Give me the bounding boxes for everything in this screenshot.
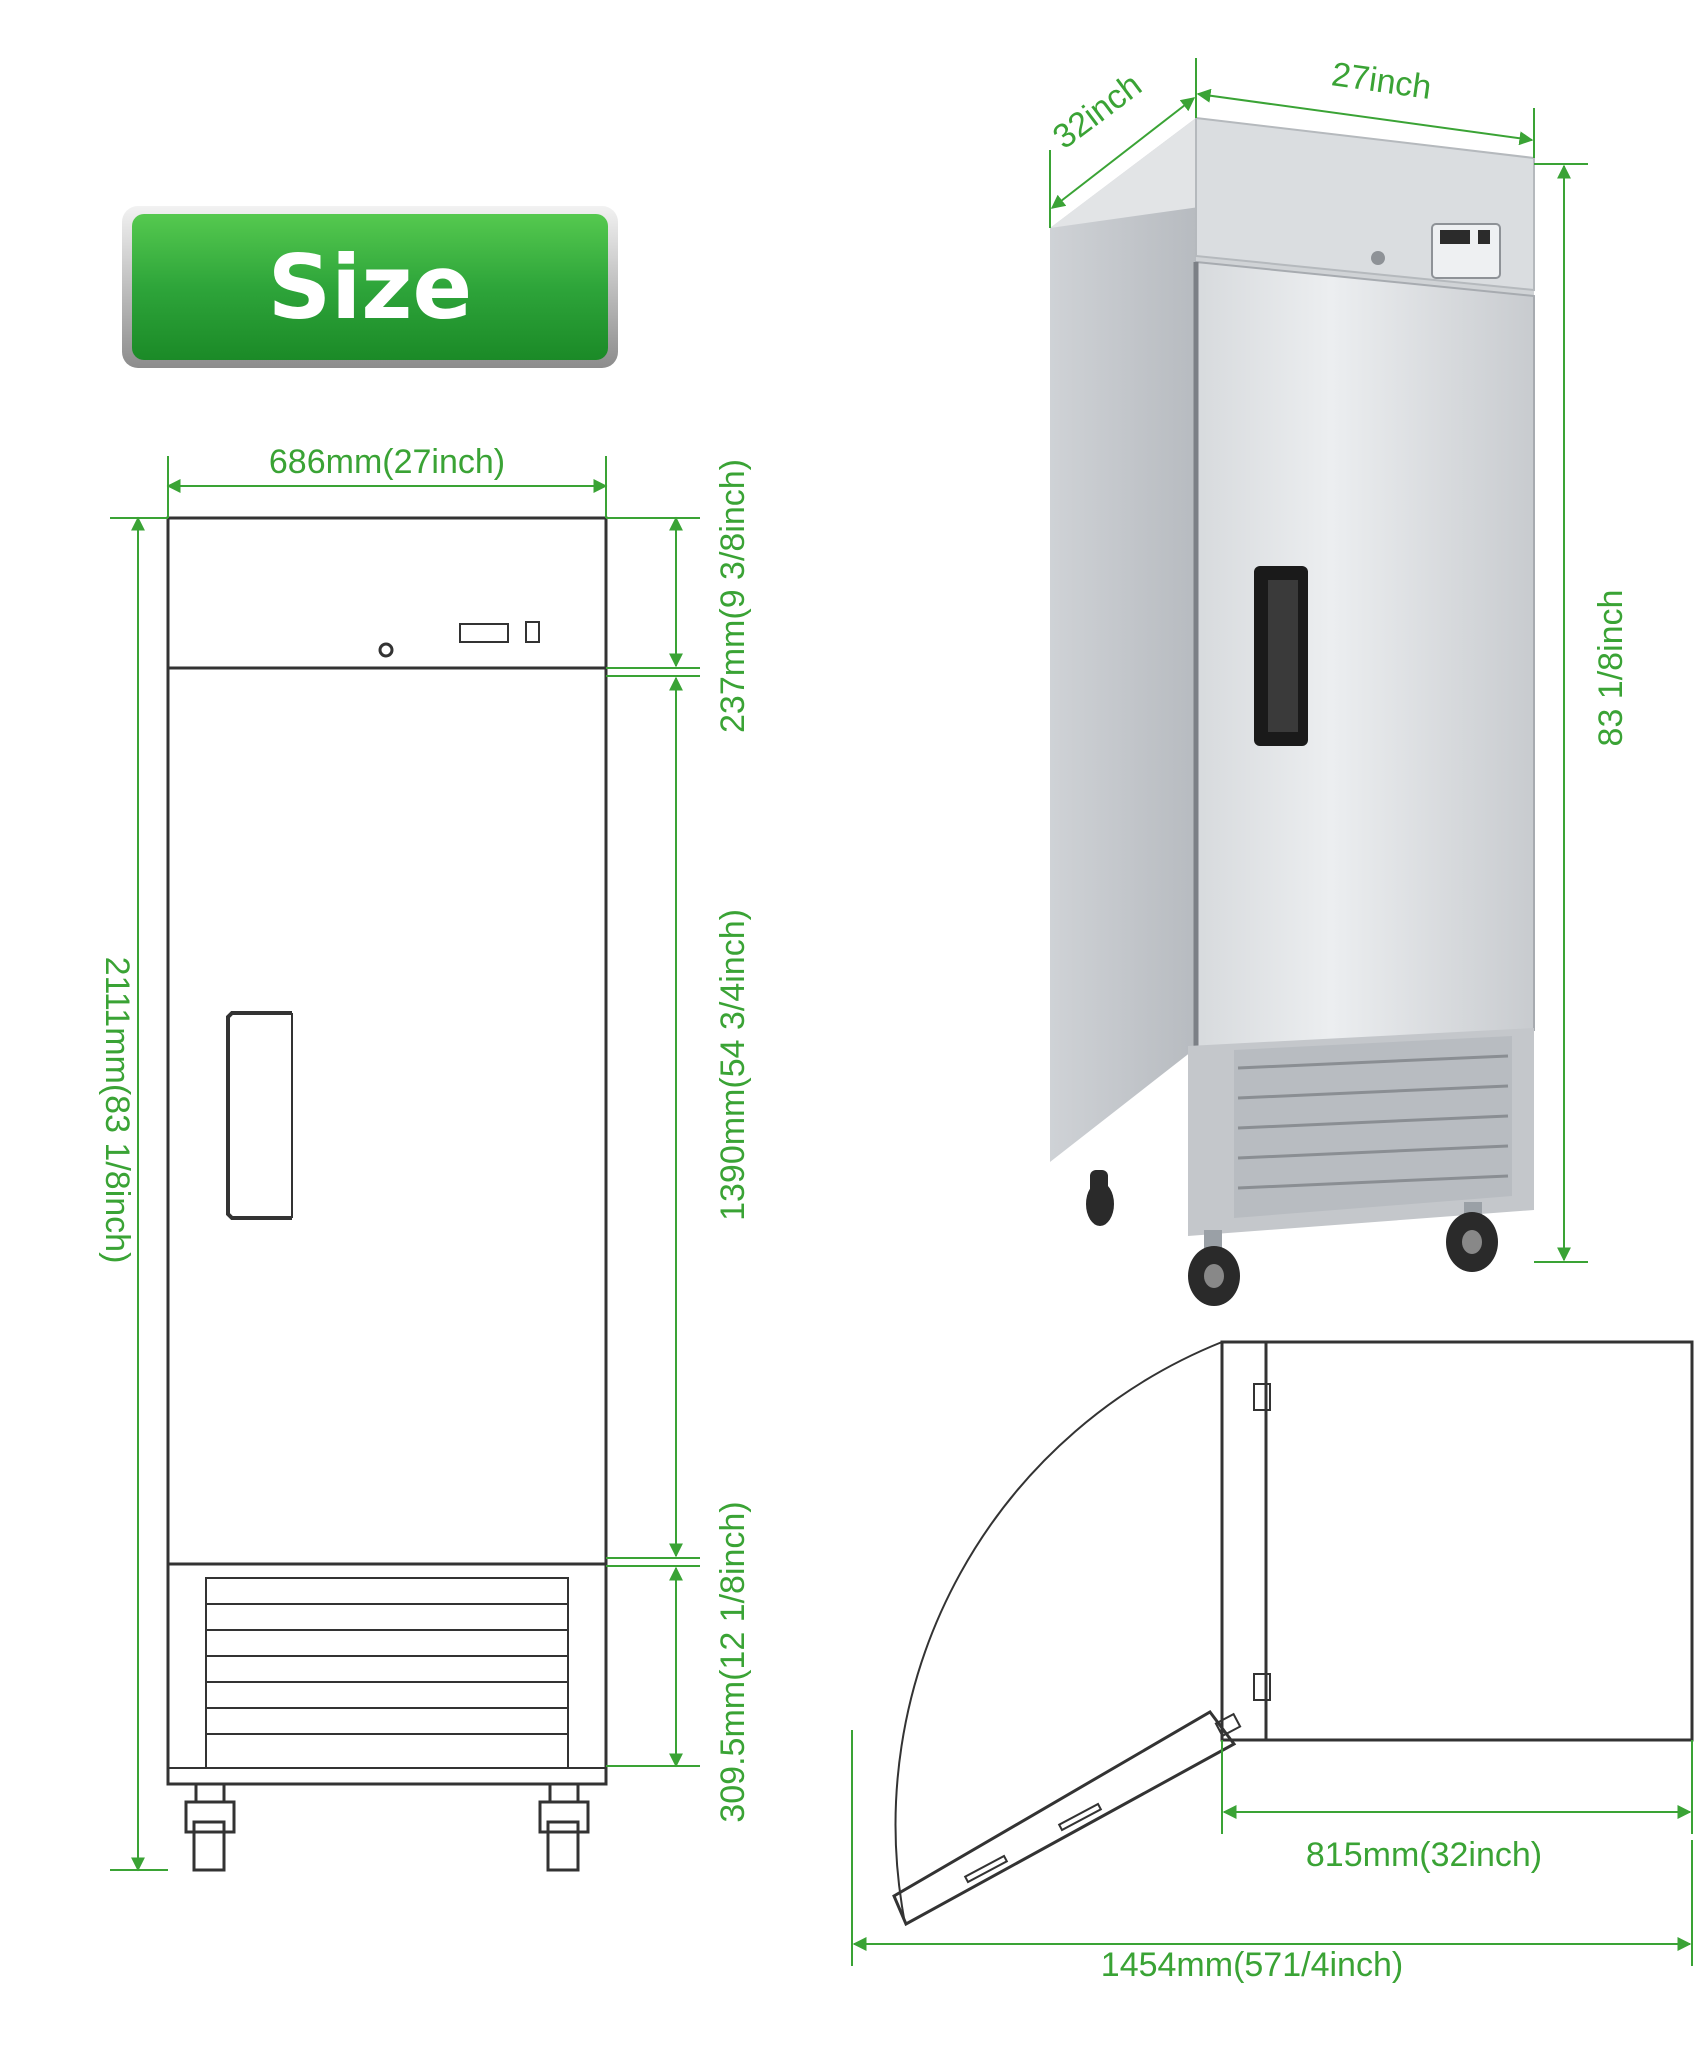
base-grill: [166, 1562, 608, 1786]
lock-icon: [378, 642, 394, 658]
front-width-label: 686mm(27inch): [269, 443, 505, 481]
refrigerator-photo: [1050, 116, 1535, 1306]
front-dimension-lines: [110, 456, 700, 1872]
front-door-label: 1390mm(54 3/4inch): [714, 909, 752, 1221]
open-door: [892, 1710, 1237, 1927]
photo-height-label: 83 1/8inch: [1592, 590, 1630, 747]
size-badge: Size: [122, 206, 618, 368]
caster-left: [184, 1782, 236, 1872]
front-base-label: 309.5mm(12 1/8inch): [714, 1501, 752, 1822]
top-depth-open-label: 815mm(32inch): [1306, 1836, 1542, 1874]
power-switch: [525, 621, 540, 643]
caster-right: [538, 1782, 590, 1872]
photo-dimension-lines: [1049, 58, 1588, 1263]
top-view-drawing: [892, 1340, 1694, 1927]
photo-width-label: 27inch: [1329, 55, 1434, 107]
door-swing-arc: [894, 1341, 1223, 1919]
hinge-top: [1253, 1383, 1271, 1411]
front-top-panel-label: 237mm(9 3/8inch): [714, 459, 752, 733]
cabinet-outline: [1220, 1340, 1694, 1742]
top-total-width-label: 1454mm(571/4inch): [1101, 1946, 1403, 1984]
photo-depth-label: 32inch: [1046, 66, 1149, 157]
top-dimension-lines: [851, 1730, 1693, 1966]
door-handle: [226, 1011, 292, 1220]
photo-lock-icon: [1371, 251, 1385, 265]
front-total-height-label: 2111mm(83 1/8inch): [98, 957, 136, 1264]
front-door: [166, 666, 608, 1566]
temperature-display: [459, 623, 509, 643]
front-view-drawing: [166, 516, 608, 1872]
photo-casters: [1086, 1170, 1498, 1306]
size-badge-label: Size: [268, 236, 472, 339]
hinge-bottom: [1253, 1673, 1271, 1701]
